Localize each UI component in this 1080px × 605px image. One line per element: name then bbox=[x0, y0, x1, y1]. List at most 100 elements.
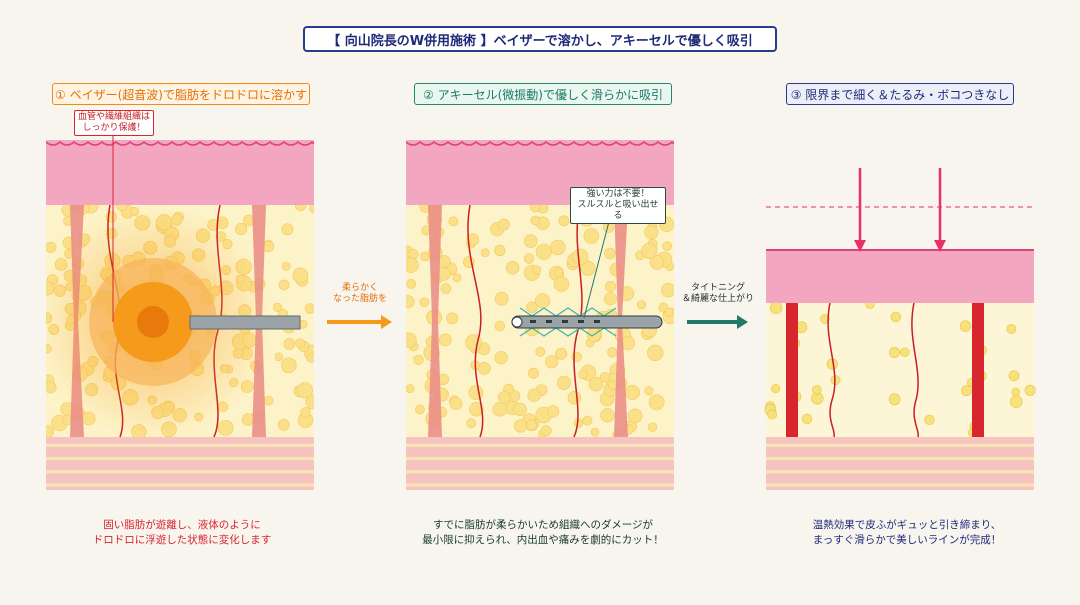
fat-cell bbox=[468, 385, 484, 401]
muscle-stripe bbox=[406, 456, 674, 461]
fat-cell bbox=[553, 267, 564, 278]
muscle-stripes bbox=[406, 437, 674, 487]
fat-cell bbox=[664, 307, 674, 317]
fat-cell bbox=[636, 300, 647, 310]
caption-line: 固い脂肪が遊離し、液体のように bbox=[103, 519, 261, 531]
muscle-stripe bbox=[766, 437, 1034, 441]
fibrous-band bbox=[786, 303, 798, 437]
tightening-arrow-head bbox=[854, 240, 866, 252]
fat-cell bbox=[497, 218, 510, 231]
fat-cell bbox=[961, 385, 972, 397]
muscle-stripe bbox=[766, 450, 1034, 454]
fat-cell bbox=[649, 254, 665, 270]
fat-cell bbox=[888, 346, 900, 358]
muscle-stripe bbox=[766, 456, 1034, 461]
vibration-wave bbox=[519, 307, 617, 317]
fat-cell bbox=[588, 376, 604, 392]
fat-cell bbox=[46, 241, 57, 253]
fat-cell bbox=[546, 405, 560, 418]
vessel-protect-note: 血管や繊維組織は しっかり保護！ bbox=[74, 110, 154, 136]
fat-cell bbox=[1009, 395, 1023, 409]
step-2-label: ② アキーセル(微振動)で優しく滑らかに吸引 bbox=[414, 83, 672, 105]
fat-cell bbox=[235, 222, 248, 236]
fat-cell bbox=[419, 297, 430, 308]
fat-cell bbox=[469, 402, 484, 417]
fat-cell bbox=[540, 425, 552, 436]
fat-cell bbox=[306, 353, 314, 363]
fat-cell bbox=[1011, 387, 1021, 397]
arrow-label-line: 柔らかく bbox=[341, 283, 378, 293]
muscle-stripe bbox=[406, 483, 674, 487]
skin-edge bbox=[46, 141, 314, 146]
fat-cell bbox=[406, 278, 417, 289]
fat-cell bbox=[278, 279, 290, 291]
fat-cell bbox=[494, 351, 508, 365]
muscle-stripe bbox=[766, 443, 1034, 447]
fat-cell bbox=[590, 427, 600, 437]
blood-vessel bbox=[827, 302, 836, 438]
fat-cell bbox=[406, 384, 415, 394]
arrow-1-label: 柔らかく なった脂肪を bbox=[330, 283, 390, 305]
fat-cell bbox=[599, 372, 611, 383]
fat-cell bbox=[406, 295, 415, 309]
fat-cell bbox=[900, 347, 910, 357]
fat-cell bbox=[528, 367, 539, 379]
fat-cell bbox=[571, 248, 589, 265]
step-2-caption: すでに脂肪が柔らかいため組織へのダメージが 最小限に抑えられ、内出血や痛みを劇的… bbox=[400, 518, 686, 548]
fat-cell bbox=[466, 233, 480, 246]
fat-cell bbox=[530, 215, 541, 226]
fat-cell bbox=[1006, 324, 1017, 334]
fat-cell bbox=[767, 409, 778, 420]
fat-cell bbox=[550, 239, 566, 256]
note-line: しっかり保護！ bbox=[82, 123, 146, 133]
fat-cell bbox=[281, 261, 291, 271]
fat-cell bbox=[624, 384, 640, 400]
fat-cell bbox=[580, 260, 596, 276]
fat-cell bbox=[494, 291, 509, 306]
fibrous-band bbox=[972, 303, 984, 437]
muscle-stripe bbox=[406, 476, 674, 481]
fat-cell bbox=[558, 215, 570, 227]
blood-vessel bbox=[911, 302, 919, 438]
fat-cell bbox=[555, 347, 568, 360]
fat-cell bbox=[263, 395, 274, 406]
skin-layer bbox=[766, 250, 1034, 303]
skin-edge bbox=[406, 141, 674, 146]
fat-layer bbox=[766, 303, 1034, 437]
arrow-label-line: なった脂肪を bbox=[332, 294, 387, 304]
fat-cell bbox=[1024, 384, 1036, 396]
fat-cell bbox=[600, 408, 615, 423]
fat-cell bbox=[440, 283, 452, 294]
fat-cell bbox=[527, 388, 541, 402]
fat-cell bbox=[492, 401, 508, 417]
fat-cell bbox=[446, 312, 459, 325]
blood-vessel bbox=[467, 204, 484, 438]
muscle-stripe bbox=[46, 463, 314, 467]
step-1-label: ① ベイザー(超音波)で脂肪をドロドロに溶かす bbox=[52, 83, 310, 105]
fat-cell bbox=[583, 228, 599, 244]
fat-cell bbox=[309, 203, 314, 213]
fat-cell bbox=[661, 283, 674, 298]
fat-cell bbox=[494, 244, 506, 257]
no-force-note: 強い力は不要！ スルスルと吸い出せる bbox=[570, 187, 666, 224]
arrow-label-line: タイトニング bbox=[690, 283, 745, 293]
fat-cell bbox=[662, 241, 673, 251]
fat-cell bbox=[890, 311, 901, 323]
fat-cell bbox=[647, 344, 664, 361]
fat-cell bbox=[480, 248, 490, 257]
muscle-stripes bbox=[766, 437, 1034, 487]
fat-cell bbox=[497, 391, 511, 404]
fat-cell bbox=[523, 253, 535, 264]
fat-cell bbox=[545, 355, 559, 369]
fat-cell bbox=[523, 234, 538, 248]
fat-cell bbox=[567, 391, 582, 405]
muscle-stripe bbox=[406, 470, 674, 474]
cannula-tip bbox=[511, 316, 523, 328]
fat-cell bbox=[295, 338, 306, 349]
fat-cell bbox=[452, 273, 462, 283]
fat-cell bbox=[1008, 370, 1020, 382]
arrow-2-label: タイトニング ＆綺麗な仕上がり bbox=[676, 283, 760, 305]
fat-cell bbox=[513, 402, 527, 417]
step-3-label: ③ 限界まで細く＆たるみ・ボコつきなし bbox=[786, 83, 1014, 105]
